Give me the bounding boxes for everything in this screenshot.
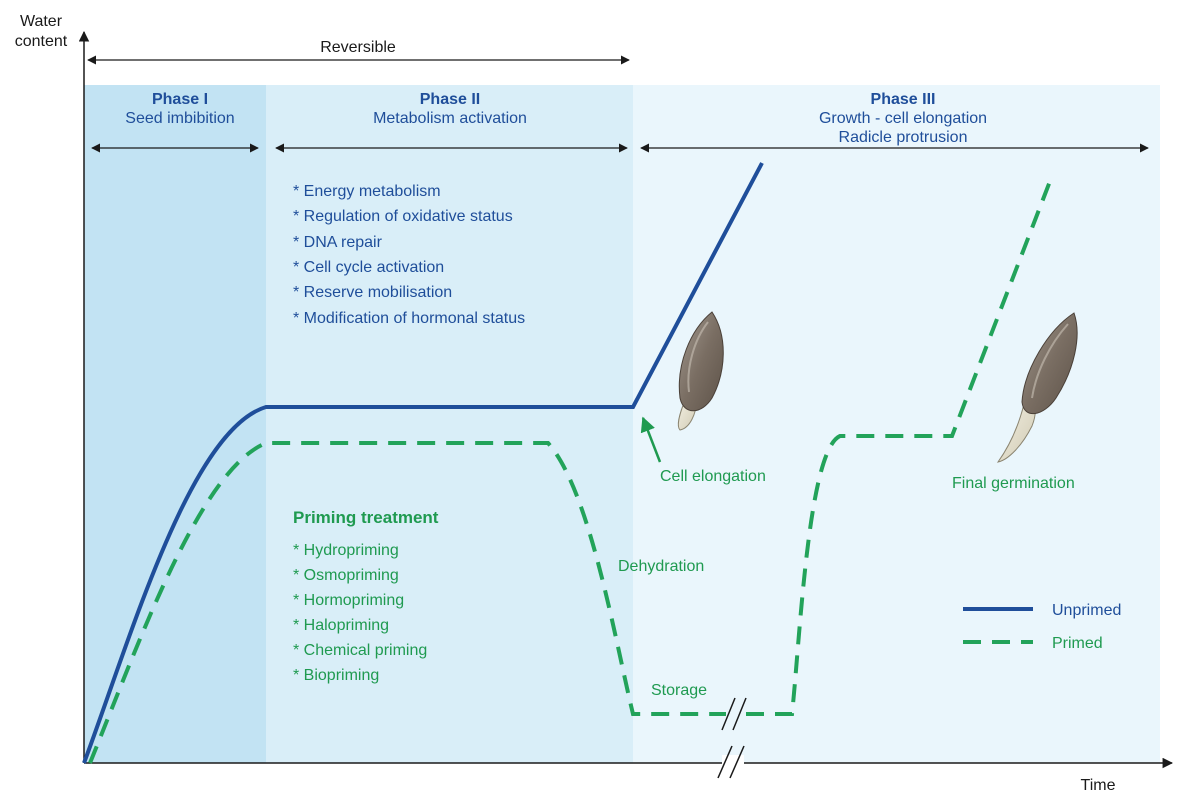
phase1-subtitle: Seed imbibition (125, 110, 234, 127)
process-item: * DNA repair (293, 234, 383, 251)
priming-heading: Priming treatment (293, 508, 439, 527)
x-axis-label: Time (1081, 777, 1116, 792)
priming-item: * Osmopriming (293, 567, 399, 584)
priming-item: * Biopriming (293, 667, 379, 684)
final-germination-label: Final germination (952, 475, 1075, 492)
y-axis-label-line2: content (15, 33, 68, 50)
priming-item: * Chemical priming (293, 642, 427, 659)
cell-elongation-label: Cell elongation (660, 468, 766, 485)
storage-break-mark-1 (721, 697, 736, 731)
seed-highlight (687, 321, 709, 393)
process-item: * Reserve mobilisation (293, 284, 452, 301)
legend-primed-label: Primed (1052, 635, 1103, 652)
storage-break-mark-2 (732, 697, 747, 731)
legend: Unprimed Primed (963, 602, 1121, 652)
reversible-label: Reversible (320, 39, 396, 56)
phase2-title: Phase II (420, 91, 480, 108)
seed-final-germination-illustration (996, 312, 1078, 463)
phase2-background (266, 85, 633, 763)
phase3-background (633, 85, 1160, 763)
seed-highlight (1031, 323, 1069, 399)
process-item: * Modification of hormonal status (293, 310, 525, 327)
phase2-process-list: * Energy metabolism * Regulation of oxid… (293, 183, 525, 327)
priming-item: * Hydropriming (293, 542, 399, 559)
dehydration-label: Dehydration (618, 558, 704, 575)
process-item: * Cell cycle activation (293, 259, 444, 276)
x-axis-break-mark-2 (729, 745, 745, 779)
phase3-subtitle: Growth - cell elongation (819, 110, 987, 127)
y-axis-label-line1: Water (20, 13, 63, 30)
storage-label: Storage (651, 682, 707, 699)
priming-item: * Hormopriming (293, 592, 404, 609)
x-axis-break-mark-1 (717, 745, 733, 779)
phase3-title: Phase III (871, 91, 936, 108)
seed-body (1021, 312, 1078, 414)
cell-elongation-arrow (640, 416, 662, 463)
primed-curve (88, 175, 1054, 764)
phase3-subtitle2: Radicle protrusion (839, 129, 968, 146)
process-item: * Energy metabolism (293, 183, 441, 200)
legend-unprimed-label: Unprimed (1052, 602, 1121, 619)
unprimed-curve (82, 162, 764, 764)
priming-treatment-list: Priming treatment * Hydropriming * Osmop… (293, 508, 439, 684)
seed-body (678, 311, 724, 412)
process-item: * Regulation of oxidative status (293, 208, 513, 225)
priming-item: * Halopriming (293, 617, 389, 634)
seed-cell-elongation-illustration (677, 311, 724, 431)
phase1-title: Phase I (152, 91, 208, 108)
phase2-subtitle: Metabolism activation (373, 110, 527, 127)
